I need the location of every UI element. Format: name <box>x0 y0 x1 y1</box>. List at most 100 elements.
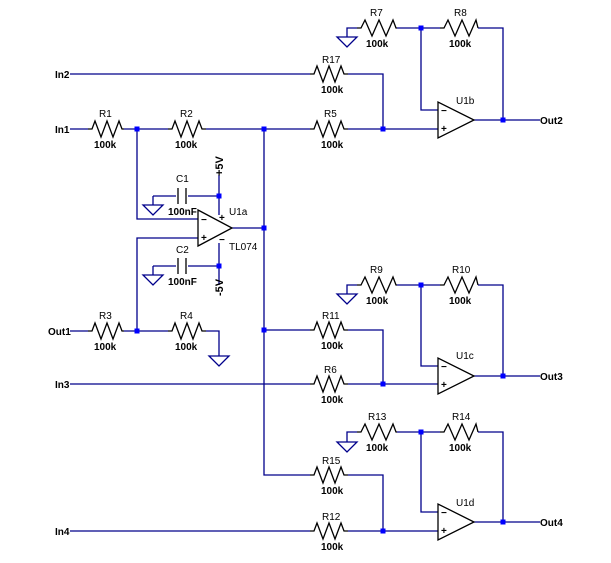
pin-sign-plus: + <box>441 124 447 135</box>
resistor-r5 <box>310 119 348 139</box>
junction-dot <box>380 528 386 534</box>
capacitor-value-c2: 100nF <box>168 277 197 288</box>
junction-dot <box>500 519 506 525</box>
junction-dot <box>261 225 267 231</box>
pin-sign-plus: + <box>219 213 225 224</box>
resistor-ref-r12: R12 <box>322 512 341 523</box>
opamp-u1c <box>437 356 476 396</box>
resistor-ref-r8: R8 <box>454 8 467 19</box>
pin-sign-plus: + <box>441 380 447 391</box>
net-label-out1: Out1 <box>48 327 71 338</box>
wires <box>70 27 540 532</box>
resistor-labels: R1 100k R2 100k R3 100k R4 100k R5 100k … <box>94 8 472 553</box>
resistor-r11 <box>310 320 348 340</box>
opamp-bodies <box>197 100 476 542</box>
junction-dot <box>216 263 222 269</box>
ground-symbol <box>335 441 359 453</box>
resistor-value-r14: 100k <box>449 443 472 454</box>
net-label-in2: In2 <box>55 70 70 81</box>
opamp-labels: U1a TL074 U1b U1c U1d <box>229 96 475 509</box>
ground-symbol <box>141 204 165 216</box>
capacitor-bodies <box>177 188 187 274</box>
capacitor-ref-c1: C1 <box>176 174 189 185</box>
resistor-r9 <box>357 275 397 295</box>
power-label-neg: -5V <box>214 278 226 296</box>
opamp-part-label: TL074 <box>229 242 258 253</box>
capacitor-ref-c2: C2 <box>176 245 189 256</box>
resistor-value-r3: 100k <box>94 342 117 353</box>
junction-dot <box>380 381 386 387</box>
net-label-out3: Out3 <box>540 372 563 383</box>
pin-sign-plus: + <box>441 526 447 537</box>
resistor-r8 <box>440 17 479 38</box>
resistor-r13 <box>357 422 397 442</box>
pin-sign-plus: + <box>201 233 207 244</box>
resistor-r6 <box>310 374 348 394</box>
net-label-in3: In3 <box>55 380 70 391</box>
opamp-u1d <box>437 502 476 542</box>
capacitor-c1 <box>177 188 187 204</box>
pin-sign-minus: − <box>441 106 447 117</box>
resistor-r12 <box>310 521 348 541</box>
opamp-ref-u1a: U1a <box>229 207 248 218</box>
resistor-ref-r1: R1 <box>99 109 112 120</box>
junction-dot <box>261 327 267 333</box>
resistor-value-r7: 100k <box>366 39 389 50</box>
resistor-bodies <box>88 17 479 541</box>
resistor-r10 <box>440 274 479 295</box>
capacitor-labels: C1 100nF C2 100nF <box>168 174 197 288</box>
resistor-value-r5: 100k <box>321 140 344 151</box>
junction-dot <box>134 126 140 132</box>
net-label-in4: In4 <box>55 527 70 538</box>
ground-symbol <box>335 36 359 48</box>
capacitor-value-c1: 100nF <box>168 207 197 218</box>
grounds <box>141 36 359 453</box>
pin-sign-minus: − <box>219 235 225 246</box>
opamp-ref-u1d: U1d <box>456 498 474 509</box>
resistor-r1 <box>88 119 124 139</box>
resistor-ref-r9: R9 <box>370 265 383 276</box>
opamp-ref-u1c: U1c <box>456 351 474 362</box>
resistor-value-r4: 100k <box>175 342 198 353</box>
ground-symbol <box>141 274 165 286</box>
resistor-r4 <box>168 321 206 341</box>
junction-dot <box>418 429 424 435</box>
junction-dot <box>418 282 424 288</box>
opamp-u1b <box>437 100 476 140</box>
resistor-value-r11: 100k <box>321 341 344 352</box>
junction-dot <box>380 126 386 132</box>
resistor-r15 <box>310 465 348 485</box>
resistor-ref-r13: R13 <box>368 412 387 423</box>
net-labels: In2 In1 Out1 In3 In4 Out2 Out3 Out4 <box>48 70 563 538</box>
ground-symbol <box>335 293 359 305</box>
net-label-out4: Out4 <box>540 518 563 529</box>
resistor-ref-r15: R15 <box>322 456 341 467</box>
resistor-value-r10: 100k <box>449 296 472 307</box>
resistor-ref-r11: R11 <box>322 311 340 322</box>
pin-sign-minus: − <box>441 362 447 373</box>
junction-dot <box>261 126 267 132</box>
resistor-r17 <box>310 64 348 84</box>
resistor-ref-r5: R5 <box>324 109 337 120</box>
junctions <box>134 25 506 534</box>
resistor-value-r8: 100k <box>449 39 472 50</box>
resistor-value-r6: 100k <box>321 395 344 406</box>
resistor-ref-r3: R3 <box>99 311 112 322</box>
opamp-u1a <box>197 208 234 248</box>
resistor-value-r9: 100k <box>366 296 389 307</box>
resistor-value-r15: 100k <box>321 486 344 497</box>
resistor-ref-r6: R6 <box>324 365 337 376</box>
resistor-r7 <box>357 18 397 38</box>
junction-dot <box>418 25 424 31</box>
junction-dot <box>134 328 140 334</box>
junction-dot <box>500 373 506 379</box>
resistor-value-r2: 100k <box>175 140 198 151</box>
resistor-ref-r17: R17 <box>322 55 341 66</box>
opamp-ref-u1b: U1b <box>456 96 475 107</box>
resistor-value-r12: 100k <box>321 542 344 553</box>
junction-dot <box>216 193 222 199</box>
resistor-ref-r14: R14 <box>452 412 471 423</box>
power-label-pos: +5V <box>214 155 226 176</box>
power-labels: +5V -5V <box>214 155 226 296</box>
